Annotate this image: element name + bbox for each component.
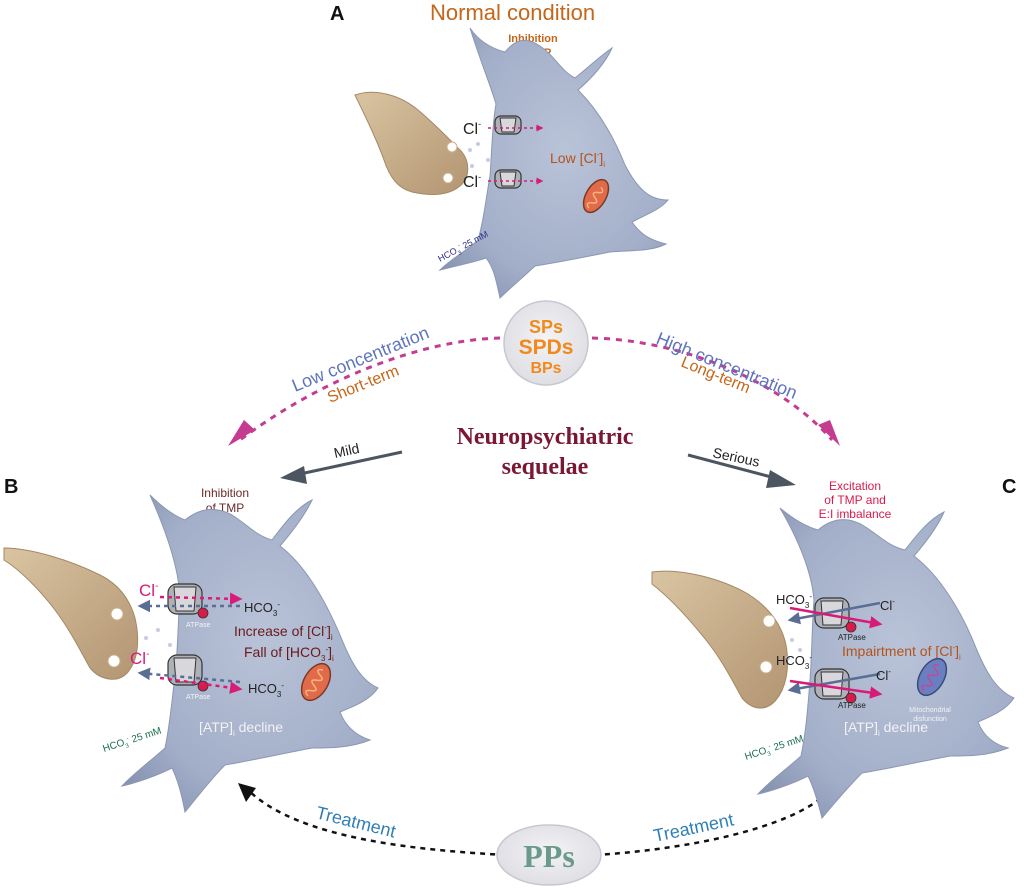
panel-b-note-line1: Inhibition — [201, 486, 249, 500]
panel-a-low-cl: Low [Cl-]i — [550, 150, 605, 169]
presynaptic-terminal-a — [354, 91, 469, 195]
cl-influx-arrow — [159, 592, 243, 605]
vesicle — [442, 172, 454, 184]
panel-c-atpase-bottom: ATPase — [838, 701, 866, 710]
serious-arrowhead — [766, 470, 796, 488]
panel-c-atp-decline: [ATP]i decline — [844, 719, 928, 738]
high-concentration-route — [591, 336, 834, 441]
mitochondrion-b — [300, 662, 332, 702]
panel-c-impairment: Impairtment of [Cl-]i — [842, 643, 961, 662]
sequelae-title-1: Neuropsychiatric — [457, 424, 634, 450]
mitochondrion-a — [582, 178, 610, 214]
right-route-label-1: High concentration — [654, 328, 801, 403]
panel-c-atpase-top: ATPase — [838, 633, 866, 642]
panel-a-letter: A — [330, 3, 344, 25]
panel-c-letter: C — [1002, 476, 1016, 498]
neuron-a — [438, 27, 670, 299]
vesicle — [446, 141, 458, 153]
mild-arrowhead — [280, 466, 307, 484]
panel-c-note-line2: of TMP and — [824, 493, 886, 507]
panel-c-mito-label-2: disfunction — [913, 716, 947, 723]
panel-b-hco3-bottom: HCO3- — [248, 681, 284, 699]
vesicle — [107, 654, 121, 668]
panel-a-cl-top: Cl- — [463, 119, 481, 138]
pps-label: PPs — [523, 838, 575, 874]
treatment-left-route — [247, 789, 506, 857]
kcc2-transporter-c-bottom — [814, 668, 857, 704]
treatment-right-label: Treatment — [652, 809, 736, 845]
panel-b-letter: B — [4, 476, 18, 498]
panel-c-note-line1: Excitation — [829, 479, 881, 493]
treatment-left-arrowhead — [238, 783, 256, 802]
panel-b-atpase-top: ATPase — [186, 622, 210, 629]
kcc2-transporter-a-top — [494, 115, 522, 135]
panel-a-cl-bottom: Cl- — [463, 172, 481, 191]
low-route-arrowhead — [228, 420, 255, 446]
serious-label: Serious — [711, 444, 761, 470]
panel-b-fall-hco3: Fall of [HCO3-]i — [244, 644, 334, 663]
hco3-arrow — [787, 672, 881, 695]
kcc2-transporter-b-top — [167, 583, 209, 619]
vesicle — [110, 607, 124, 621]
neuron-b — [120, 494, 379, 814]
presynaptic-terminal-c — [651, 570, 789, 709]
panel-b-cl-top: Cl- — [139, 581, 158, 600]
mitochondrion-c — [916, 657, 948, 697]
cl-arrow — [789, 606, 883, 629]
panel-b: B Inhibition of TMP Cl- Cl- HCO3- HCO3- … — [3, 476, 379, 814]
panel-c-mito-label-1: Mitochondrial — [909, 707, 951, 714]
panel-a: A Normal condition Inhibition of TMP Cl-… — [330, 0, 670, 299]
treatment-left-label: Treatment — [314, 802, 398, 841]
mild-label: Mild — [332, 440, 360, 461]
panel-c-hco3-top: HCO3- — [776, 592, 812, 610]
mild-arrow — [299, 450, 403, 476]
serious-arrow — [687, 453, 776, 480]
vesicle — [762, 614, 776, 628]
panel-c-note-line3: E:I imbalance — [819, 507, 892, 521]
low-concentration-route — [239, 336, 501, 442]
sequelae-title-2: sequelae — [502, 454, 589, 480]
pesticide-spds: SPDs — [519, 336, 574, 359]
panel-b-atp-decline: [ATP]i decline — [199, 719, 283, 738]
panel-b-atpase-bottom: ATPase — [186, 694, 210, 701]
kcc2-transporter-a-bottom — [494, 169, 522, 189]
pesticide-bubble — [503, 300, 589, 386]
panel-c-hco3-bottom: HCO3- — [776, 653, 812, 671]
pps-bubble — [496, 824, 602, 886]
panel-b-hco3-top: HCO3- — [244, 600, 280, 618]
cl-arrow — [789, 679, 883, 699]
panel-c-cl-bottom: Cl- — [876, 667, 891, 683]
vesicle — [759, 660, 773, 674]
presynaptic-terminal-b — [3, 547, 139, 680]
panel-c-cl-top: Cl- — [880, 597, 895, 613]
panel-b-cl-bottom: Cl- — [130, 649, 149, 668]
pesticide-sps: SPs — [529, 317, 563, 337]
cl-influx-arrow — [159, 676, 243, 694]
panel-b-hco3-extracellular: HCO3- 25 mM — [102, 726, 164, 757]
panel-a-title: Normal condition — [430, 0, 595, 25]
panel-b-increase-cl: Increase of [Cl-]i — [234, 623, 333, 642]
treatment-right-route — [594, 791, 829, 857]
neuron-c — [756, 507, 1015, 820]
hco3-efflux-arrow — [137, 667, 241, 684]
center-region: SPs SPDs BPs Low concentration Short-ter… — [228, 300, 840, 886]
hco3-arrow — [787, 601, 881, 625]
high-route-arrowhead — [818, 420, 840, 446]
panel-c: C Excitation of TMP and E:I imbalance HC… — [651, 476, 1016, 820]
pesticide-bps: BPs — [530, 360, 561, 377]
